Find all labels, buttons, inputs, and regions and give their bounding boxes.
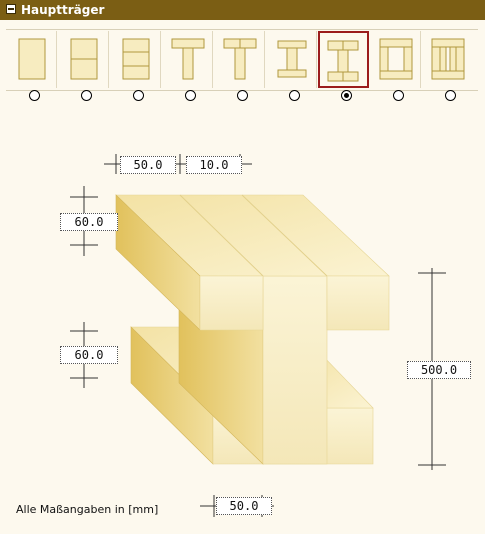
dim-top-gap-field[interactable]: 10.0 xyxy=(186,156,242,174)
section-radio-4[interactable] xyxy=(185,90,196,101)
section-box-option[interactable] xyxy=(370,31,421,88)
section-radio-9[interactable] xyxy=(445,90,456,101)
section-double-t-option[interactable] xyxy=(214,31,265,88)
section-t-option[interactable] xyxy=(162,31,213,88)
section-double-t-icon xyxy=(223,38,257,80)
section-i-small-icon xyxy=(277,40,307,78)
section-i-double-option[interactable] xyxy=(318,31,369,88)
section-radio-2[interactable] xyxy=(81,90,92,101)
section-i-small-option[interactable] xyxy=(266,31,317,88)
section-radio-5[interactable] xyxy=(237,90,248,101)
dim-top-width-field[interactable]: 50.0 xyxy=(120,156,176,174)
section-two-stack-icon xyxy=(70,38,98,80)
section-type-selector xyxy=(6,29,478,91)
section-rect-icon xyxy=(18,38,46,80)
section-radio-3[interactable] xyxy=(133,90,144,101)
section-i-double-icon xyxy=(327,40,359,82)
section-box-icon xyxy=(379,38,413,80)
dim-upper-flange-field[interactable]: 60.0 xyxy=(60,213,118,231)
panel-title: Hauptträger xyxy=(21,3,105,17)
dim-height-field[interactable]: 500.0 xyxy=(407,361,471,379)
section-box-double-icon xyxy=(431,38,465,80)
section-radio-6[interactable] xyxy=(289,90,300,101)
panel-header: Hauptträger xyxy=(0,0,485,20)
dim-lower-flange-field[interactable]: 60.0 xyxy=(60,346,118,364)
section-t-icon xyxy=(171,38,205,80)
section-three-stack-icon xyxy=(122,38,150,80)
section-radio-8[interactable] xyxy=(393,90,404,101)
section-three-stack-option[interactable] xyxy=(110,31,161,88)
section-two-stack-option[interactable] xyxy=(58,31,109,88)
section-box-double-option[interactable] xyxy=(422,31,473,88)
dim-bottom-width-field[interactable]: 50.0 xyxy=(216,497,272,515)
section-radio-7[interactable] xyxy=(341,90,352,101)
section-radio-1[interactable] xyxy=(29,90,40,101)
section-rect-option[interactable] xyxy=(6,31,57,88)
collapse-toggle-icon[interactable] xyxy=(6,4,16,14)
unit-note: Alle Maßangaben in [mm] xyxy=(16,503,159,516)
